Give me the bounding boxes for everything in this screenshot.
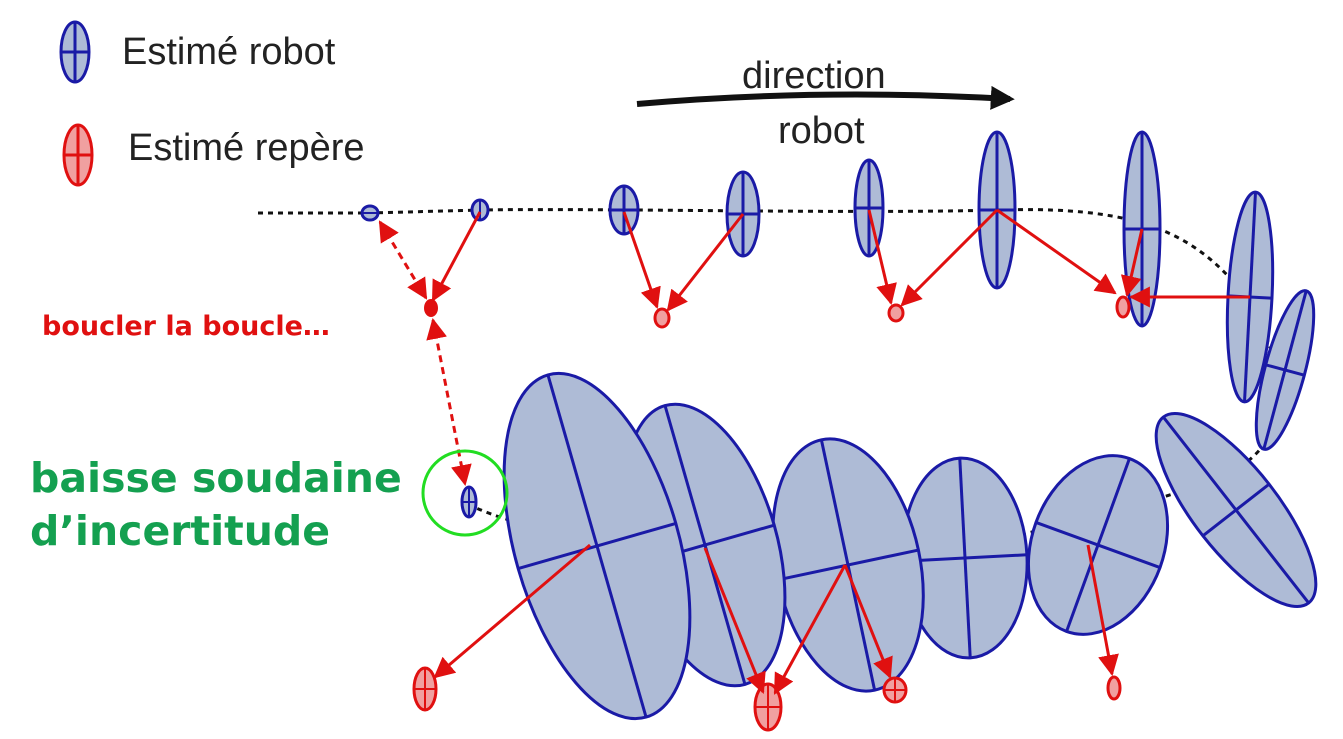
observation-arrows <box>431 208 1250 695</box>
legend-robot-icon <box>59 20 91 84</box>
robot-ellipse <box>360 204 380 222</box>
landmark-ellipses <box>412 295 1131 732</box>
robot-ellipse <box>1154 411 1318 609</box>
loop-closure-arrows <box>378 220 472 487</box>
landmark-ellipse <box>1106 675 1122 701</box>
legend-landmark-icon <box>62 123 94 187</box>
robot-ellipses-lower <box>502 371 1318 721</box>
uncertainty-label-line2: d’incertitude <box>30 507 330 555</box>
robot-ellipse <box>608 184 640 236</box>
robot-ellipses-upper <box>360 130 1162 519</box>
landmark-ellipse <box>424 299 438 317</box>
landmark-ellipse <box>882 676 908 704</box>
landmark-ellipse <box>753 682 783 732</box>
legend: Estimé robot Estimé repère <box>59 20 365 187</box>
robot-ellipse <box>1254 289 1316 451</box>
robot-ellipse <box>853 158 885 258</box>
legend-robot-label: Estimé robot <box>122 31 336 73</box>
robot-ellipses-right <box>1225 190 1316 451</box>
robot-ellipse <box>502 371 692 721</box>
direction-label-line1: direction <box>742 55 886 97</box>
legend-landmark-label: Estimé repère <box>128 127 365 169</box>
uncertainty-highlight-circle <box>421 449 509 537</box>
uncertainty-label-line1: baisse soudaine <box>30 454 402 502</box>
robot-ellipse-reset <box>460 485 478 519</box>
loop-closure-label: boucler la boucle… <box>42 311 330 342</box>
landmark-ellipse <box>412 666 438 712</box>
landmark-ellipse <box>887 303 905 323</box>
landmark-ellipse <box>1115 295 1131 319</box>
robot-ellipse <box>1026 454 1170 636</box>
direction-label-line2: robot <box>778 110 865 152</box>
direction-indicator: direction robot <box>636 55 1015 152</box>
landmark-ellipse <box>653 307 671 329</box>
robot-ellipse <box>470 198 490 222</box>
direction-arrow <box>636 85 1015 110</box>
